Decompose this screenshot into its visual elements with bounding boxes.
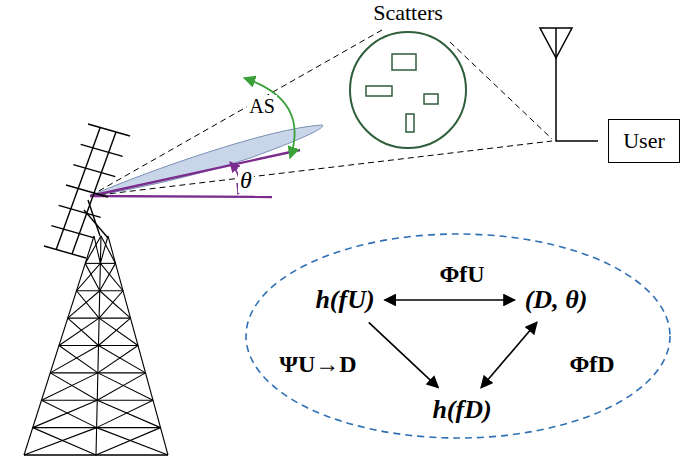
lattice-brace [97,400,160,427]
antenna-element [59,205,101,217]
horizontal-reference [90,196,272,197]
lattice-brace [100,263,123,290]
user-box: User [608,119,680,163]
beam-axis [90,150,300,196]
lattice-brace [100,236,108,263]
dashed-ray [90,30,382,196]
lattice-brace [50,346,98,373]
lattice-brace [33,400,98,427]
operator-label: ΨU→D [277,351,358,377]
scatterer [392,54,416,70]
lattice-brace [94,236,100,263]
math-node: h(fU) [309,282,380,319]
lattice-brace [99,318,131,345]
node-heading: Scatters [348,0,468,26]
lattice-brace [100,291,131,318]
scatter-circle [348,30,468,150]
beam-lobe [90,125,323,196]
math-expression: h(fD) [432,396,491,425]
tower-base [24,454,168,455]
scatterer [406,114,414,132]
tower [24,236,168,455]
relation-arrow [369,322,439,387]
lattice-brace [99,291,123,318]
lattice-brace [98,346,138,373]
lattice-brace [99,318,138,345]
scatter-cluster: Scatters [348,30,468,150]
math-node: (D, θ) [519,282,594,319]
relation-arrow [385,299,515,301]
lattice-brace [97,400,153,427]
antenna-element [51,226,93,238]
lattice-brace [100,263,116,290]
math-expression: (D, θ) [525,286,588,315]
lattice-brace [98,373,153,400]
scatterer [366,86,392,96]
dashed-ellipse [246,234,670,438]
lattice-brace [97,428,168,455]
dashed-rays [90,30,552,196]
lattice-brace [96,428,161,455]
lattice-brace [42,373,98,400]
lattice-brace [85,263,100,290]
antenna-elements [44,124,130,258]
math-node: h(fD) [426,392,497,429]
node-label: User [623,128,665,154]
lattice-brace [85,236,101,263]
lattice-brace [59,318,99,345]
lattice-brace [99,346,146,373]
antenna-element [81,144,123,156]
scatterer [424,94,438,104]
antenna-element [73,165,115,177]
lattice-rung [24,454,168,455]
operator-label: ΦfU [437,261,486,287]
lattice-brace [24,428,97,455]
angle-label: θ [238,167,254,193]
lattice-brace [68,291,100,318]
lattice-brace [77,263,101,290]
antenna-element [66,185,108,197]
antenna-mount [88,200,100,236]
scatter-outline [350,32,466,148]
angular-spread-label: AS [247,95,277,117]
angular-spread-arc [244,78,295,158]
relation-arrow [481,322,537,387]
math-expression: h(fU) [315,286,374,315]
operator-label: ΦfD [567,351,616,377]
antenna-element [44,246,86,258]
antenna-feed [556,28,598,141]
lattice-brace [97,373,145,400]
lattice-brace [101,236,116,263]
antenna-element [88,124,130,136]
